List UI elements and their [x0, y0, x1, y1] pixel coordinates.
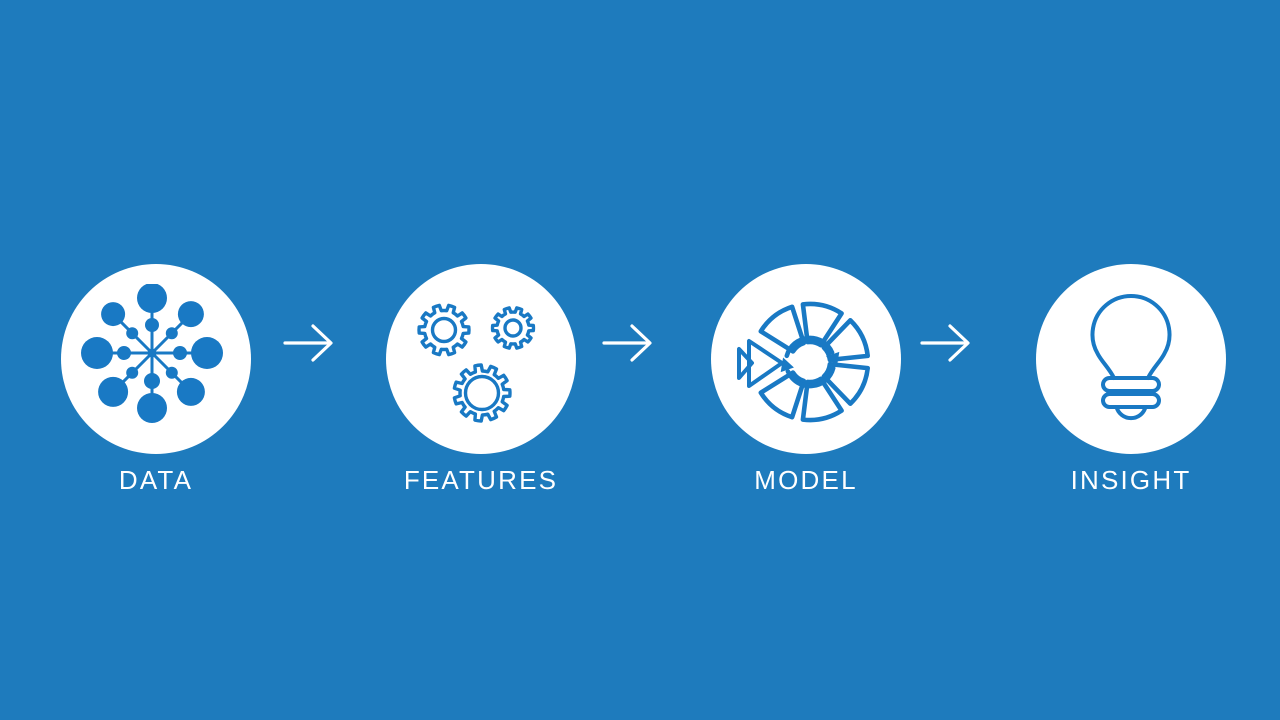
data-network-icon — [81, 284, 223, 423]
step-circle — [711, 264, 901, 454]
step-node-data — [61, 264, 251, 454]
step-circle — [386, 264, 576, 454]
arrow-right-icon — [920, 324, 970, 362]
step-node-model — [711, 264, 901, 454]
arrow-right-icon — [602, 324, 652, 362]
arrow-right-icon — [283, 324, 333, 362]
step-label-data: DATA — [118, 465, 194, 495]
step-node-features — [386, 264, 576, 454]
step-label-model: MODEL — [754, 465, 858, 495]
step-circle — [61, 264, 251, 454]
step-label-features: FEATURES — [403, 465, 559, 495]
step-node-insight — [1036, 264, 1226, 454]
gears-icon — [417, 303, 536, 423]
step-label-insight: INSIGHT — [1070, 465, 1192, 495]
model-cycle-icon — [737, 301, 870, 423]
lightbulb-icon — [1090, 293, 1172, 421]
step-circle — [1036, 264, 1226, 454]
